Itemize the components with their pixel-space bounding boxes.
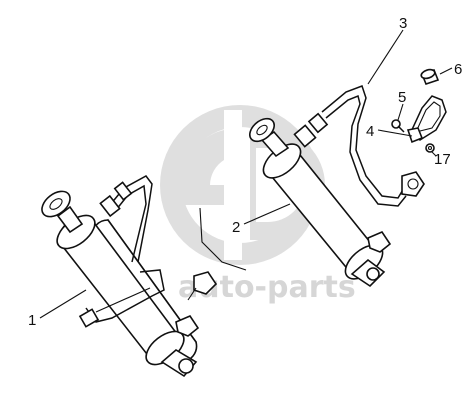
callout-4: 4 xyxy=(366,123,374,140)
part-6-sleeve xyxy=(420,68,440,85)
callout-6: 6 xyxy=(454,61,462,78)
part-3-pipe xyxy=(321,85,425,207)
callout-17: 17 xyxy=(434,151,451,168)
callout-5: 5 xyxy=(398,89,406,106)
leader-lines xyxy=(39,29,453,319)
part-5-bolt xyxy=(391,119,405,133)
callout-2: 2 xyxy=(232,219,240,236)
callout-3: 3 xyxy=(399,15,407,32)
grouping-line xyxy=(199,207,247,271)
part-4-clamp xyxy=(406,95,447,144)
callout-1: 1 xyxy=(28,312,36,329)
part-17-nut xyxy=(425,143,435,153)
part-2-cylinder xyxy=(249,112,392,288)
part-1-cylinder-pair xyxy=(41,175,218,378)
